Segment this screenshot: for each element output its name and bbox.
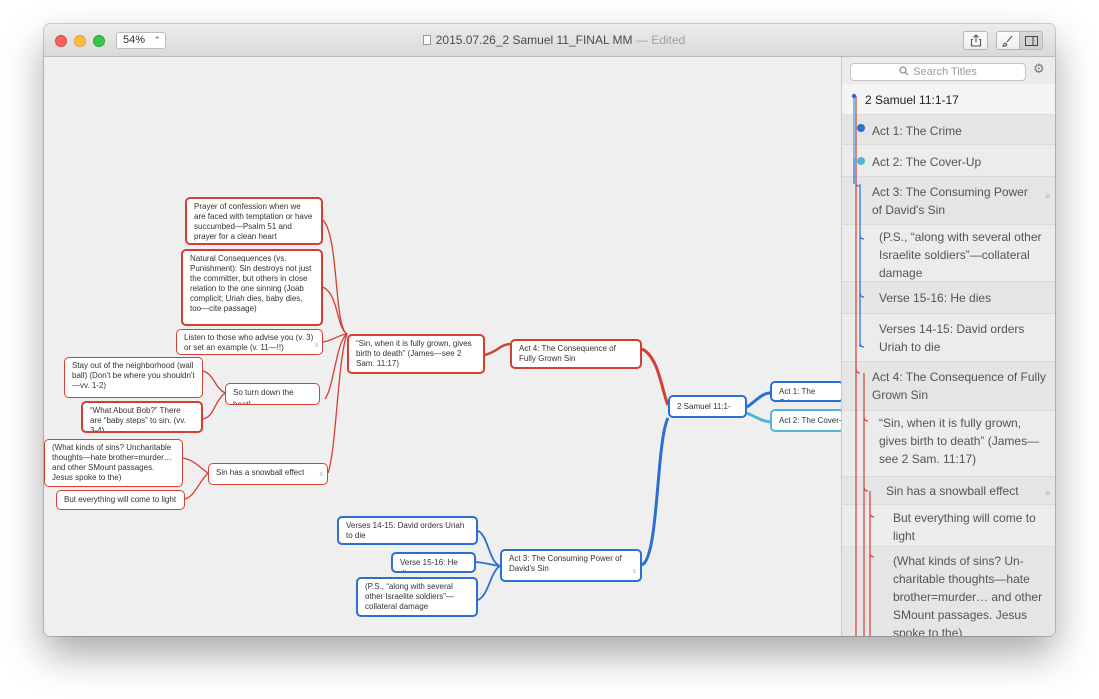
search-titles-field[interactable]: Search Titles: [850, 63, 1026, 81]
outline-row-come-to-light[interactable]: But everything will come to light: [842, 504, 1055, 546]
node-text: Sin has a snowball effect: [216, 468, 305, 477]
gear-icon[interactable]: ⚙: [1033, 61, 1045, 76]
outline-row-label: Verses 14-15: David orders Uriah to die: [879, 322, 1025, 354]
outline-row-label: (What kinds of sins? Un-charitable thoug…: [893, 554, 1043, 636]
node-text: Natural Consequences (vs. Punishment): S…: [190, 254, 312, 313]
map-node-act3[interactable]: Act 3: The Consuming Power of David's Si…: [500, 549, 642, 582]
node-text: But everything will come to light: [64, 495, 177, 504]
close-window-button[interactable]: [55, 35, 67, 47]
node-text: Prayer of confession when we are faced w…: [194, 202, 313, 241]
outline-row-label: Act 2: The Cover-Up: [872, 155, 982, 169]
outline-row-kinds-of-sins[interactable]: (What kinds of sins? Un-charitable thoug…: [842, 546, 1055, 636]
outline-tree-lines: [851, 93, 875, 636]
brush-icon: [1001, 35, 1013, 47]
outline-sidebar: Search Titles ⚙ 2 Samuel 11:1-17 Act 1: …: [841, 57, 1055, 636]
map-node-kinds-of-sins[interactable]: (What kinds of sins? Uncharitable though…: [44, 439, 183, 487]
node-text: (What kinds of sins? Uncharitable though…: [52, 443, 172, 482]
map-node-turn-down-heat[interactable]: So turn down the heat!: [225, 383, 320, 405]
outline-row-act2[interactable]: Act 2: The Cover-Up: [842, 144, 1055, 176]
sidebar-icon: [1024, 36, 1038, 46]
node-text: So turn down the heat!: [233, 388, 294, 405]
node-text: “Sin, when it is fully grown, gives birt…: [356, 339, 472, 368]
map-node-sin-fully-grown[interactable]: “Sin, when it is fully grown, gives birt…: [347, 334, 485, 374]
chevron-updown-icon: ⌃: [153, 35, 161, 45]
outline-row-label: Act 1: The Crime: [872, 124, 962, 138]
note-icon: ≡: [319, 472, 323, 478]
mindmap-canvas[interactable]: Prayer of confession when we are faced w…: [44, 57, 841, 636]
node-text: Act 3: The Consuming Power of David's Si…: [509, 554, 622, 573]
search-placeholder: Search Titles: [913, 66, 977, 78]
title-bar: 54% ⌃ 2015.07.26_2 Samuel 11_FINAL MM — …: [44, 24, 1055, 57]
note-icon: ≡: [1045, 489, 1050, 498]
node-text: Act 4: The Consequence of Fully Grown Si…: [519, 344, 616, 363]
node-text: Act 2: The Cover-U: [779, 416, 841, 425]
outline-row-verses-14-15[interactable]: Verses 14-15: David orders Uriah to die: [842, 313, 1055, 361]
document-title: 2015.07.26_2 Samuel 11_FINAL MM — Edited: [344, 24, 764, 57]
sidebar-toggle-button[interactable]: [1019, 31, 1043, 50]
document-icon: [422, 35, 431, 45]
note-icon: ≡: [1045, 192, 1050, 201]
app-window: 54% ⌃ 2015.07.26_2 Samuel 11_FINAL MM — …: [44, 24, 1055, 636]
outline-row-root[interactable]: 2 Samuel 11:1-17: [842, 84, 1055, 114]
map-node-verses-14-15[interactable]: Verses 14-15: David orders Uriah to die: [337, 516, 478, 545]
title-separator: —: [632, 33, 652, 47]
style-inspector-button[interactable]: [996, 31, 1020, 50]
map-node-come-to-light[interactable]: But everything will come to light: [56, 490, 185, 510]
map-node-act1[interactable]: Act 1: The Crime: [770, 381, 841, 402]
outline-row-label: 2 Samuel 11:1-17: [865, 93, 959, 107]
map-node-snowball[interactable]: Sin has a snowball effect ≡: [208, 463, 328, 485]
map-node-natural-consequences[interactable]: Natural Consequences (vs. Punishment): S…: [181, 249, 323, 326]
map-node-act4[interactable]: Act 4: The Consequence of Fully Grown Si…: [510, 339, 642, 369]
node-text: Verses 14-15: David orders Uriah to die: [346, 521, 465, 540]
note-icon: ≡: [314, 343, 318, 349]
outline-row-label: “Sin, when it is fully grown, gives birt…: [879, 416, 1040, 466]
outline-row-act4[interactable]: Act 4: The Consequence of Fully Grown Si…: [842, 361, 1055, 410]
map-node-about-bob[interactable]: “What About Bob?” There are “baby steps”…: [81, 401, 203, 433]
map-node-prayer[interactable]: Prayer of confession when we are faced w…: [185, 197, 323, 245]
outline-row-act1[interactable]: Act 1: The Crime: [842, 114, 1055, 144]
outline-row-label: Act 3: The Consuming Power of David's Si…: [872, 185, 1028, 217]
outline-row-ps-collateral[interactable]: (P.S., “along with several other Israeli…: [842, 224, 1055, 281]
outline-row-label: Sin has a snowball effect: [886, 484, 1019, 498]
outline-row-label: But everything will come to light: [893, 511, 1036, 543]
node-text: Verse 15-16: He dies: [400, 558, 458, 571]
zoom-select[interactable]: 54% ⌃: [116, 32, 166, 49]
outline-row-verse-15-16[interactable]: Verse 15-16: He dies: [842, 281, 1055, 313]
outline-row-label: Verse 15-16: He dies: [879, 291, 992, 305]
edited-status: Edited: [651, 33, 686, 47]
fullscreen-window-button[interactable]: [93, 35, 105, 47]
outline-row-label: (P.S., “along with several other Israeli…: [879, 230, 1042, 280]
map-node-root[interactable]: 2 Samuel 11:1-17: [668, 395, 747, 418]
document-name: 2015.07.26_2 Samuel 11_FINAL MM: [435, 33, 633, 47]
map-node-ps-collateral[interactable]: (P.S., “along with several other Israeli…: [356, 577, 478, 617]
share-button[interactable]: [963, 31, 988, 50]
map-node-verse-15-16[interactable]: Verse 15-16: He dies: [391, 552, 476, 573]
node-text: (P.S., “along with several other Israeli…: [365, 582, 454, 611]
map-node-stay-out[interactable]: Stay out of the neighborhood (wall ball)…: [64, 357, 203, 398]
outline-row-act3[interactable]: Act 3: The Consuming Power of David's Si…: [842, 176, 1055, 224]
search-icon: [899, 66, 909, 76]
map-node-act2[interactable]: Act 2: The Cover-U: [770, 409, 841, 432]
note-icon: ≡: [632, 569, 636, 575]
node-text: 2 Samuel 11:1-17: [677, 402, 731, 416]
connector-lines: [182, 219, 771, 601]
node-text: Listen to those who advise you (v. 3) or…: [184, 333, 314, 352]
map-node-listen[interactable]: Listen to those who advise you (v. 3) or…: [176, 329, 323, 355]
node-text: “What About Bob?” There are “baby steps”…: [90, 406, 186, 433]
node-text: Act 1: The Crime: [779, 387, 816, 400]
outline-row-sin-fully-grown[interactable]: “Sin, when it is fully grown, gives birt…: [842, 410, 1055, 476]
share-icon: [970, 34, 981, 47]
minimize-window-button[interactable]: [74, 35, 86, 47]
outline-row-label: Act 4: The Consequence of Fully Grown Si…: [872, 370, 1046, 402]
node-text: Stay out of the neighborhood (wall ball)…: [72, 361, 195, 390]
zoom-value: 54%: [123, 34, 146, 46]
outline-row-snowball[interactable]: Sin has a snowball effect ≡: [842, 476, 1055, 504]
